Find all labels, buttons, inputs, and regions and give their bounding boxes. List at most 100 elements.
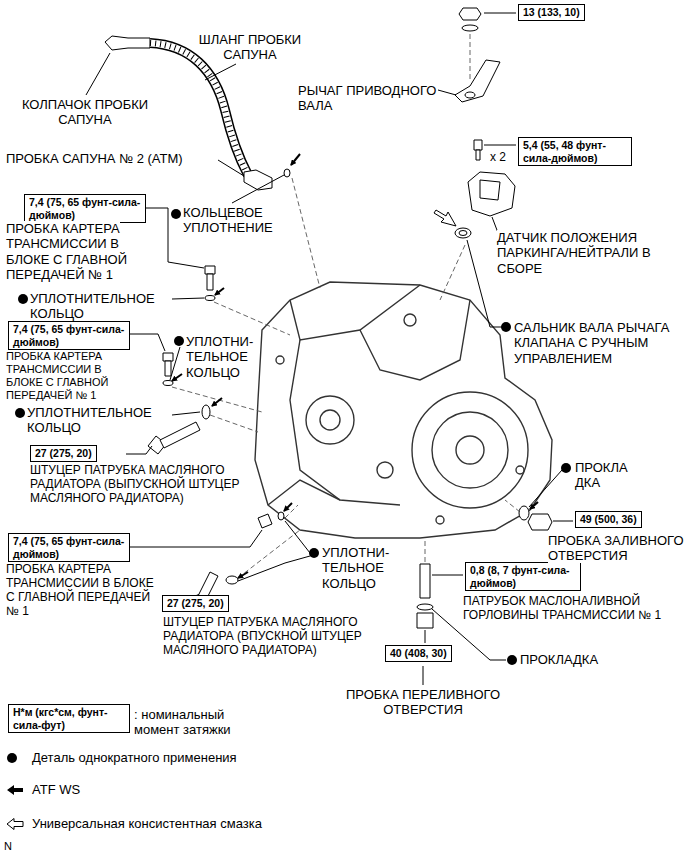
torque-value: 7,4 (75, 65 фунт-сила-дюймов): [13, 535, 125, 560]
part-label: ПРОКЛА ДКА: [575, 460, 637, 491]
label-text: КОЛЬЦЕВОЕ УПЛОТНЕНИЕ: [183, 205, 273, 235]
single-use-bullets-part: [561, 463, 571, 473]
housing-part: [516, 466, 524, 474]
atf-arrows-part: [530, 502, 538, 509]
label-text: ПРОБКА КАРТЕРА ТРАНСМИССИИ В БЛОКЕ С ГЛА…: [6, 221, 127, 282]
label-text: УПЛОТНИ-ТЕЛЬНОЕ КОЛЬЦО: [186, 334, 253, 380]
label-text: x 2: [490, 150, 506, 164]
plugs-and-fittings-part: [420, 564, 430, 598]
leader-lines-part: [232, 175, 284, 203]
torque-value: 5,4 (55, 48 фунт-сила-дюймов): [523, 139, 627, 164]
atf-arrows: [172, 154, 538, 578]
torque-value: Н*м (кгс*см, фунт-сила-фут): [13, 706, 125, 731]
label-text: ПРОБКА ПЕРЕЛИВНОГО ОТВЕРСТИЯ: [346, 687, 500, 717]
label-text: ПРОБКА КАРТЕРА ТРАНСМИССИИ В БЛОКЕ С ГЛА…: [6, 562, 154, 618]
leader-lines-part: [438, 90, 456, 95]
part-label: ПРОКЛАДКА: [520, 652, 630, 667]
housing-part: [306, 396, 354, 444]
plugs-and-fittings-part: [205, 266, 215, 274]
atf-arrows-part: [215, 288, 224, 295]
torque-value: 27 (275, 20): [167, 597, 224, 610]
label-text: ШТУЦЕР ПАТРУБКА МАСЛЯНОГО РАДИАТОРА (ВЫП…: [30, 463, 239, 505]
torque-value: 49 (500, 36): [580, 513, 637, 526]
label-text: УПЛОТНИТЕЛЬНОЕ КОЛЬЦО: [30, 291, 155, 321]
shift-parts-part: [465, 92, 475, 98]
dashed-assembly-lines-part: [470, 34, 471, 82]
plugs-and-fittings-part: [165, 361, 171, 376]
plugs-and-fittings-part: [160, 422, 200, 448]
torque-value: 27 (275, 20): [35, 447, 92, 460]
leader-lines-part: [172, 298, 204, 299]
legend-symbol: [6, 751, 26, 765]
leader-lines-part: [218, 160, 244, 176]
plugs-and-fittings-part: [519, 506, 529, 520]
legend-text: ATF WS: [32, 782, 80, 797]
torque-value: 7,4 (75, 65 фунт-сила-дюймов): [29, 196, 141, 221]
breather-parts-part: [105, 36, 150, 50]
single-use-bullets-part: [18, 294, 28, 304]
housing-part: [360, 300, 470, 380]
dashed-assembly-lines-part: [440, 245, 465, 300]
part-label: : номинальный момент затяжки: [134, 707, 264, 738]
shift-parts-part: [476, 150, 480, 160]
shift-parts-part: [474, 140, 482, 150]
plugs-and-fittings-part: [226, 576, 238, 584]
leader-lines-part: [238, 556, 310, 581]
leader-lines-part: [529, 470, 562, 507]
figure-code: N: [4, 840, 24, 853]
housing-part: [276, 356, 284, 364]
shift-parts-part: [459, 8, 481, 20]
leader-lines-part: [86, 53, 110, 95]
torque-box: 40 (408, 30): [385, 645, 452, 662]
housing: [255, 282, 552, 538]
housing-part: [255, 282, 552, 538]
part-label: УПЛОТНИ-ТЕЛЬНОЕ КОЛЬЦО: [186, 334, 262, 380]
leader-lines-part: [126, 446, 152, 454]
part-label: ДАТЧИК ПОЛОЖЕНИЯ ПАРКИНГА/НЕЙТРАЛИ В СБО…: [497, 230, 683, 276]
dashed-assembly-lines-part: [292, 178, 320, 288]
single-use-bullets-part: [309, 548, 319, 558]
part-label: РЫЧАГ ПРИВОДНОГО ВАЛА: [298, 83, 463, 114]
shift-parts-part: [468, 172, 515, 216]
shift-parts-part: [455, 60, 500, 102]
housing-part: [268, 480, 340, 505]
legend-text: Универсальная консистентная смазка: [32, 816, 262, 831]
label-text: ПРОКЛА ДКА: [575, 460, 628, 490]
housing-part: [436, 516, 444, 524]
leader-lines-part: [285, 521, 310, 553]
plugs-and-fittings-part: [202, 405, 210, 419]
plugs-and-fittings-part: [258, 514, 272, 528]
label-text: САЛЬНИК ВАЛА РЫЧАГА КЛАПАНА С РУЧНЫМ УПР…: [514, 320, 669, 366]
part-label: УПЛОТНИ-ТЕЛЬНОЕ КОЛЬЦО: [322, 545, 398, 591]
shift-parts-part: [459, 231, 467, 236]
label-text: : номинальный момент затяжки: [134, 707, 231, 737]
label-text: УПЛОТНИ-ТЕЛЬНОЕ КОЛЬЦО: [322, 545, 389, 591]
torque-box: 7,4 (75, 65 фунт-сила-дюймов): [24, 194, 146, 223]
atf-arrows-part: [291, 154, 300, 165]
torque-box: 7,4 (75, 65 фунт-сила-дюймов): [8, 533, 130, 562]
leader-lines-part: [128, 530, 262, 547]
torque-value: 7,4 (75, 65 фунт-сила-дюймов): [13, 323, 125, 348]
grease-arrow: [434, 210, 456, 226]
atf-arrows-part: [284, 503, 292, 511]
shift-parts: [455, 8, 515, 238]
dashed-assembly-lines-part: [210, 415, 258, 432]
torque-box: 27 (275, 20): [30, 445, 97, 462]
housing-part: [377, 462, 393, 478]
housing-part: [290, 285, 420, 340]
leader-lines-part: [126, 334, 165, 351]
torque-box: 13 (133, 10): [518, 4, 585, 21]
part-label: ШЛАНГ ПРОБКИ САПУНА: [198, 32, 302, 63]
legend-row: Универсальная консистентная смазка: [6, 816, 262, 831]
dashed-assembly-lines-part: [425, 538, 426, 562]
leader-lines-part: [553, 521, 573, 522]
plugs-and-fittings-part: [163, 353, 173, 361]
plugs-and-fittings-part: [528, 514, 552, 530]
label-text: ПРОБКА САПУНА № 2 (ATM): [6, 151, 183, 166]
part-label: ПРОБКА САПУНА № 2 (ATM): [6, 151, 238, 166]
torque-value: 0,8 (8, 7 фунт-сила-дюймов): [470, 564, 576, 589]
atf-arrows-part: [172, 374, 182, 381]
legend-row: ATF WS: [6, 782, 80, 797]
breather-parts-part: [284, 169, 290, 177]
dashed-assembly-lines-part: [172, 387, 262, 412]
